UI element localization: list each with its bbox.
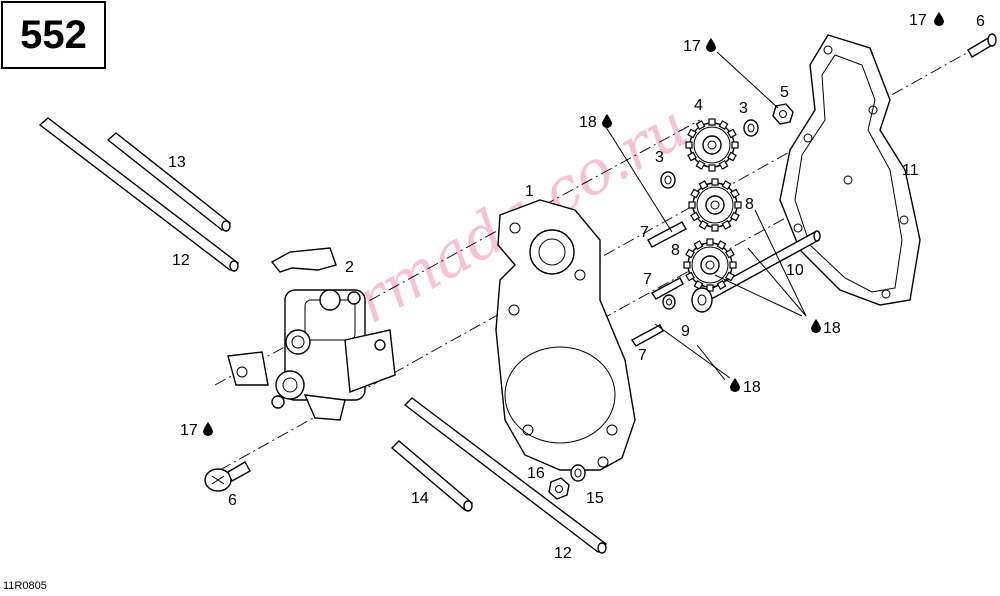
callout-6a: 6 — [976, 13, 985, 30]
drop-icon — [811, 319, 821, 333]
rod-12-lower — [403, 397, 608, 554]
callout-12a: 12 — [172, 252, 190, 269]
callout-9: 9 — [681, 323, 690, 340]
callout-8a: 8 — [745, 196, 754, 213]
figure-code: 11R0805 — [3, 580, 47, 592]
callout-18a: 18 — [579, 114, 597, 131]
callout-8b: 8 — [671, 242, 680, 259]
callout-18b: 18 — [823, 320, 841, 337]
drop-icon — [706, 38, 716, 52]
callout-17b: 17 — [683, 38, 701, 55]
callout-7b: 7 — [643, 271, 652, 288]
callout-11: 11 — [902, 162, 919, 179]
callout-18c: 18 — [743, 379, 761, 396]
callout-labels: 1 2 3 3 4 5 6 6 7 7 7 8 8 9 10 11 12 12 … — [168, 12, 985, 562]
callout-10: 10 — [786, 262, 804, 279]
callout-7a: 7 — [640, 224, 649, 241]
washer-15 — [570, 464, 586, 482]
screw-6-lower — [204, 461, 251, 492]
callout-17c: 17 — [180, 422, 198, 439]
washer-3-upper — [743, 119, 759, 137]
washer-9 — [662, 294, 676, 310]
callout-4: 4 — [694, 97, 703, 114]
page-number: 552 — [1, 1, 106, 69]
housing-cover — [495, 199, 636, 471]
callout-14: 14 — [411, 490, 429, 507]
dowel-pin-7b — [650, 277, 684, 300]
gear-8-upper — [688, 178, 742, 232]
dowel-pin-7a — [647, 221, 687, 248]
callout-6b: 6 — [228, 492, 237, 509]
drop-icon — [602, 114, 612, 128]
callout-1: 1 — [525, 183, 534, 200]
leader-lines — [605, 51, 807, 381]
oil-pump — [227, 247, 396, 421]
washer-3-lower — [660, 171, 676, 189]
rod-12-upper — [38, 117, 240, 272]
drop-icon — [730, 378, 740, 392]
drop-icon — [934, 12, 944, 26]
callout-3a: 3 — [739, 100, 748, 117]
screw-6-upper — [967, 33, 997, 58]
rod-14 — [390, 440, 474, 512]
nut-16 — [548, 477, 570, 500]
gear-4 — [685, 118, 739, 172]
nut-5 — [772, 103, 794, 125]
callout-16: 16 — [527, 465, 545, 482]
callout-13: 13 — [168, 154, 186, 171]
callout-5: 5 — [780, 84, 789, 101]
dowel-pin-7c — [630, 324, 664, 347]
callout-3b: 3 — [655, 149, 664, 166]
rod-13 — [106, 132, 232, 232]
callout-2: 2 — [345, 259, 354, 276]
drop-icon — [203, 422, 213, 436]
gear-spacer — [691, 287, 713, 313]
callout-7c: 7 — [638, 347, 647, 364]
callout-17a: 17 — [909, 12, 927, 29]
callout-15: 15 — [586, 490, 604, 507]
callout-12b: 12 — [554, 545, 572, 562]
